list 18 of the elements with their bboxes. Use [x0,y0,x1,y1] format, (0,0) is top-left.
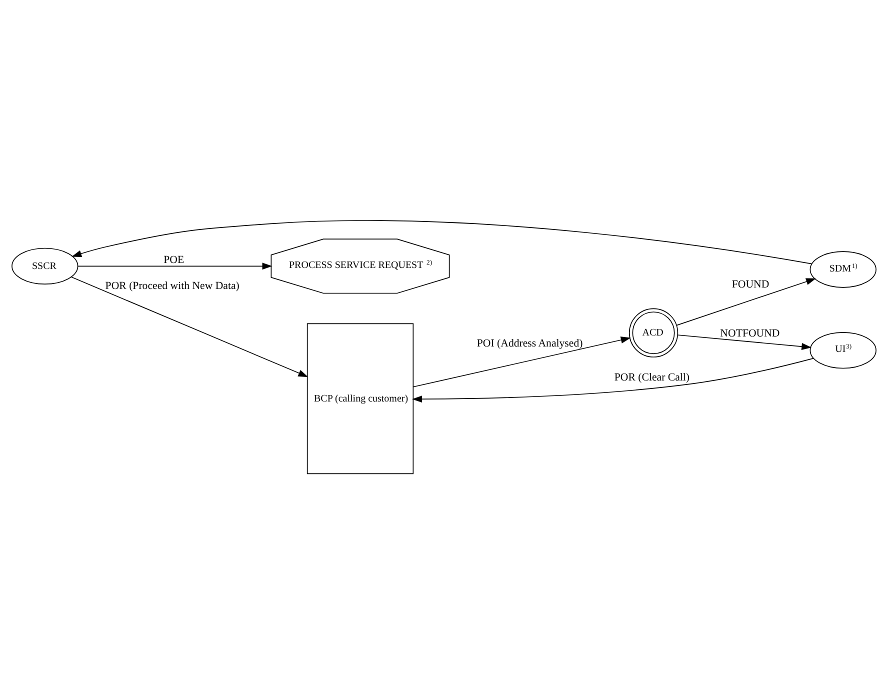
edge-label: POR (Proceed with New Data) [105,280,240,292]
arrow [70,276,308,378]
edge-label: FOUND [732,278,770,290]
edge-label: POI (Address Analysed) [476,338,583,350]
edge-label: POR (Clear Call) [614,372,690,384]
arrow [412,358,814,403]
node-ellipse: UI$^{3)}$ [810,332,876,369]
arrow [677,334,812,350]
node-ellipse: SSCR [12,248,78,284]
arrow [676,278,816,326]
arrow [72,220,812,264]
node-ellipse: SDM$^{1)}$ [810,251,876,288]
arrow [412,336,631,388]
arrow [77,262,272,270]
edge-label: NOTFOUND [720,328,780,340]
node-circle: ACD [628,308,678,358]
edge-label: POE [164,254,184,266]
node-box: BCP (calling customer) [306,323,414,474]
